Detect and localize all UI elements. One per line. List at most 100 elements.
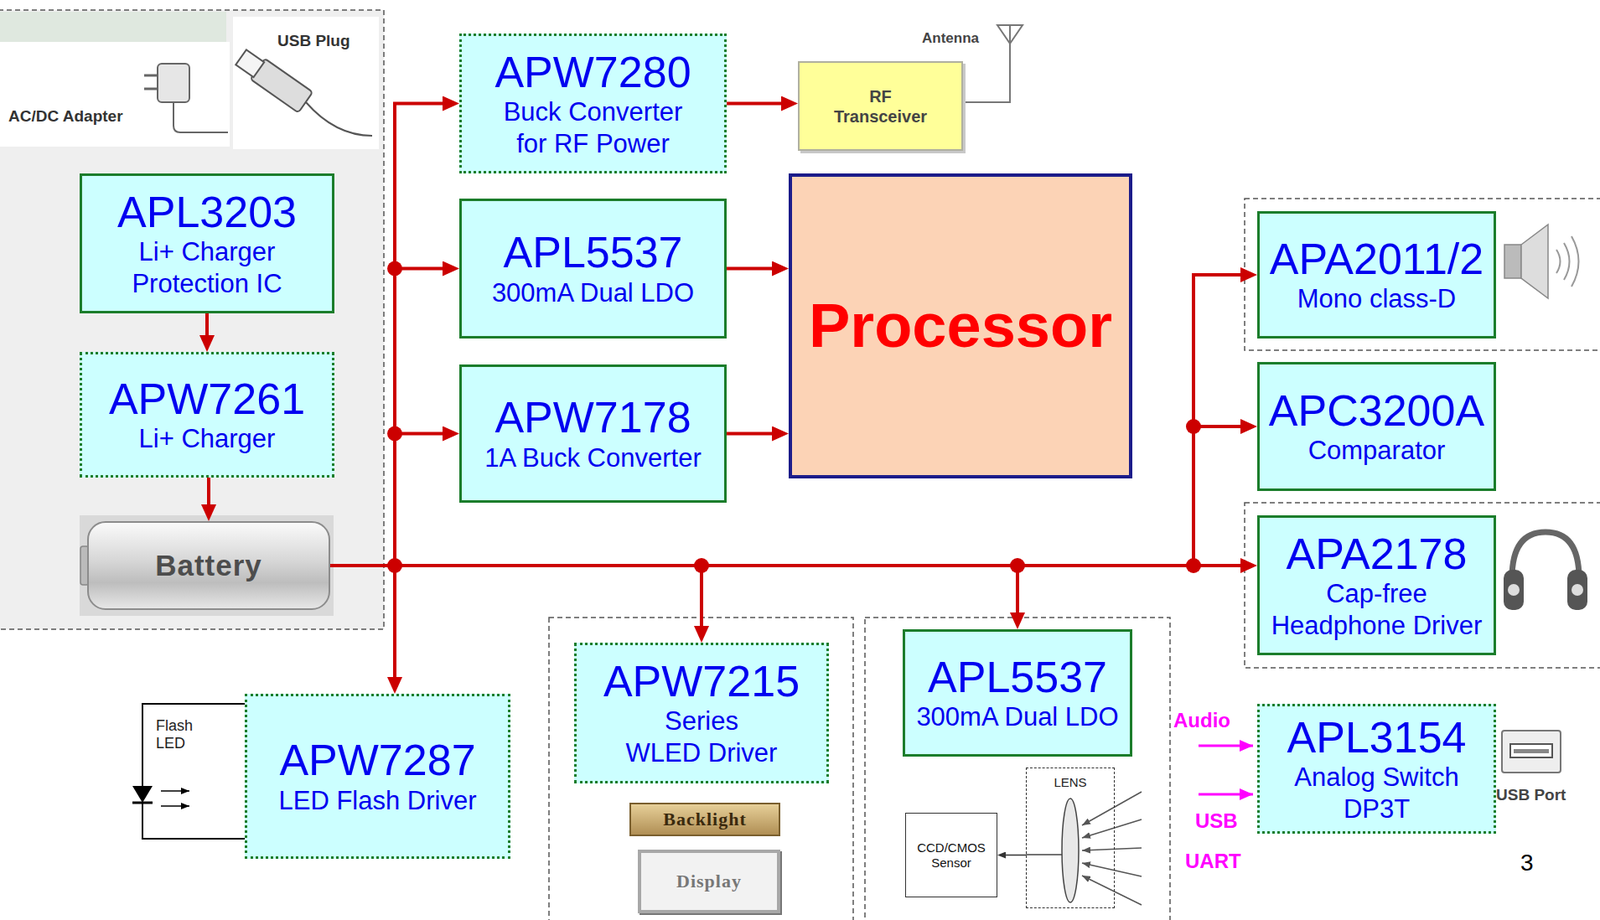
caption-label: Flash LED [155,717,202,752]
block-label: Display [676,870,742,893]
junction-dot [387,558,403,574]
power-connector [205,313,209,344]
caption-label: USB Plug [277,31,351,51]
part-description: 1A Buck Converter [484,442,701,475]
part-description: Analog Switch DP3T [1276,761,1478,826]
usb-port-icon [1510,744,1553,758]
power-connector [330,565,702,635]
group-outline [864,617,1171,920]
signal-name: USB [1195,809,1238,834]
part-description: Cap-free Headphone Driver [1265,578,1488,643]
sound-wave [1571,236,1580,287]
headphone-icon [1511,532,1580,579]
flash-driver-box: APW7287LED Flash Driver [244,693,511,860]
sound-wave [1556,249,1561,274]
adapter-icon [157,63,190,103]
part-number: APW7280 [494,47,691,97]
light-arrow [160,805,190,808]
junction-dot [387,261,403,277]
part-description: 300mA Dual LDO [916,701,1119,734]
adapter-cord [173,102,228,133]
usb-cord [305,102,373,136]
signal-name: Audio [1173,709,1231,733]
sound-wave [1563,243,1570,280]
part-number: APW7215 [603,657,800,706]
light-ray [1082,863,1142,877]
protection-ic-box: APL3203Li+ Charger Protection IC [79,173,335,314]
light-ray [1082,819,1142,839]
signal-arrow [1198,793,1254,797]
power-connector [330,103,451,567]
junction-dot [1009,558,1026,574]
block-label: Backlight [662,808,746,831]
processor-box: Processor [788,173,1133,479]
usb-port-icon [1501,730,1561,773]
caption-label: AC/DC Adapter [8,107,124,126]
power-connector [726,102,790,106]
headphone-icon [1567,569,1588,611]
power-connector [330,269,451,567]
light-arrow [160,790,190,793]
group-outline [0,10,384,630]
group-outline [548,617,854,920]
ldo-box: APL5537300mA Dual LDO [459,198,727,339]
caption-label: Antenna [921,30,979,47]
antenna-symbol [1009,25,1011,44]
junction-dot [693,558,710,574]
optical-path [1025,854,1062,856]
light-ray [1082,792,1142,826]
junction-dot [387,426,403,442]
light-ray [1082,848,1142,851]
part-number: APC3200A [1268,386,1485,435]
part-number: APA2178 [1286,529,1468,579]
group-outline [1244,502,1600,668]
converter-box: APW71781A Buck Converter [459,364,727,503]
antenna-symbol [997,25,1023,44]
speaker-icon [1504,244,1522,279]
part-number: APA2011/2 [1269,234,1484,284]
power-connector [1001,854,1026,857]
charger-box: APW7261Li+ Charger [79,352,335,478]
power-connector [330,565,395,686]
part-number: APL5537 [927,652,1108,702]
part-description: Li+ Charger Protection IC [106,236,308,301]
part-description: Comparator [1308,434,1446,467]
usb-port-icon [1513,749,1549,754]
power-connector [330,565,1018,622]
headphone-driver-box: APA2178Cap-free Headphone Driver [1257,515,1497,656]
group-outline [1244,198,1600,351]
headphone-icon [1571,584,1584,596]
power-connector [726,267,781,271]
part-number: APL5537 [503,227,684,277]
ldo-box: APL5537300mA Dual LDO [902,629,1133,757]
part-description: Buck Converter for RF Power [494,96,692,161]
block-label: Processor [808,291,1113,360]
led-wire [142,704,245,839]
headphone-icon [1507,584,1520,596]
usb-plug-icon [233,46,313,113]
image-sensor: CCD/CMOS Sensor [905,812,998,898]
block-label: Battery [155,548,263,583]
led-driver-box: APW7215Series WLED Driver [574,642,829,784]
display-panel: Display [637,849,781,914]
block-label: RF Transceiver [831,86,931,127]
usb-plug-metal [235,49,265,78]
part-description: 300mA Dual LDO [491,277,694,310]
converter-box: APW7280Buck Converter for RF Power [459,33,727,174]
lens-symbol [1061,798,1079,903]
antenna-wire [963,43,1010,103]
lens-outline: LENS [1025,767,1115,909]
power-connector [207,477,211,513]
adapter-prong [144,74,158,78]
signal-name: UART [1185,849,1242,874]
signal-arrow [1198,745,1254,748]
part-number: APW7178 [494,393,691,442]
amplifier-box: APA2011/2Mono class-D [1257,211,1497,339]
power-connector [726,432,781,436]
part-description: Li+ Charger [139,423,276,456]
battery-cell: Battery [87,521,331,611]
power-connector [330,564,1249,568]
backlight-panel: Backlight [629,802,781,837]
light-ray [1082,875,1142,906]
